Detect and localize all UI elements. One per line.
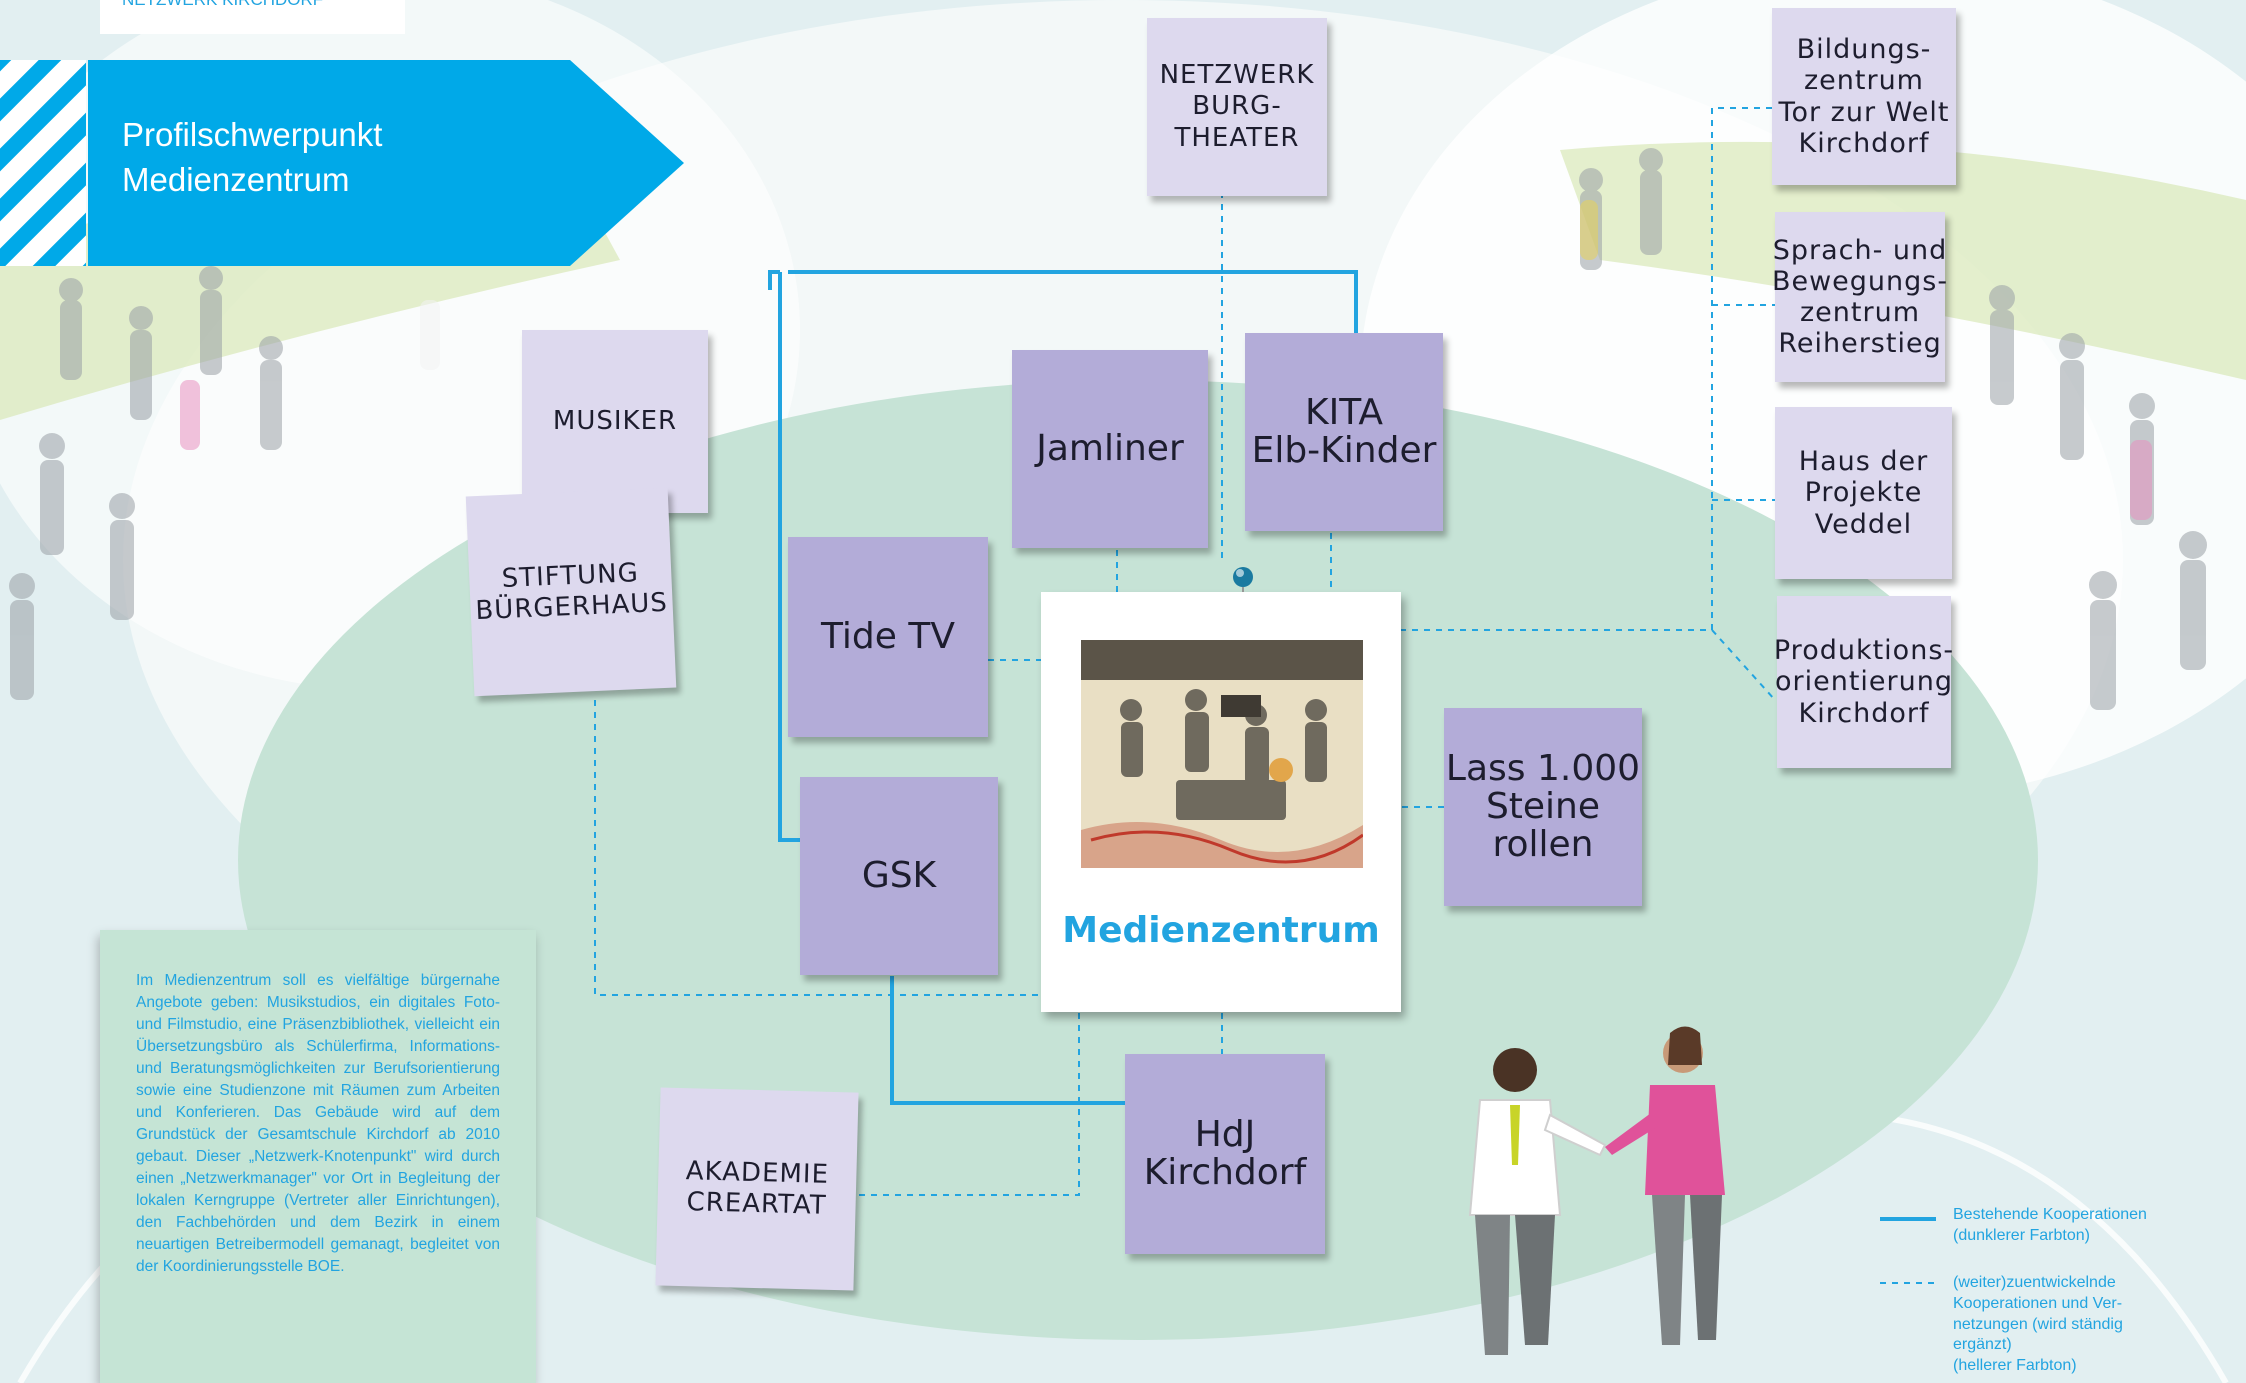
legend-solid-label: Bestehende Kooperationen (dunklerer Farb… <box>1953 1206 2147 1244</box>
legend-swatches <box>1880 1217 1936 1284</box>
description-text: Im Medienzentrum soll es vielfältige bür… <box>136 972 500 1275</box>
node-jamliner: Jamliner <box>1012 350 1208 548</box>
node-musiker: MUSIKER <box>522 330 708 513</box>
node-kita: KITA Elb-Kinder <box>1245 333 1443 531</box>
node-bildungszentrum: Bildungs- zentrum Tor zur Welt Kirchdorf <box>1772 8 1956 185</box>
center-card: Medienzentrum <box>1041 592 1401 1012</box>
node-lass-1000-steine: Lass 1.000 Steine rollen <box>1444 708 1642 906</box>
description-box: Im Medienzentrum soll es vielfältige bür… <box>100 930 536 1383</box>
node-sprachzentrum: Sprach- und Bewegungs- zentrum Reihersti… <box>1772 212 1947 382</box>
banner-title: Profilschwerpunkt Medienzentrum <box>122 112 382 202</box>
node-haus-der-projekte: Haus der Projekte Veddel <box>1775 407 1952 579</box>
handshake-illustration <box>1468 1026 1725 1355</box>
header-banner <box>0 60 684 266</box>
center-title: Medienzentrum <box>1062 910 1380 951</box>
node-netzwerk-burgtheater: NETZWERK BURG- THEATER <box>1147 18 1327 196</box>
node-akademie-creartat: AKADEMIE CREARTAT <box>655 1087 859 1291</box>
top-label: NETZWERK KIRCHDORF <box>122 0 323 10</box>
node-gsk: GSK <box>800 777 998 975</box>
node-hdj-kirchdorf: HdJ Kirchdorf <box>1125 1054 1325 1254</box>
node-produktionsorientierung: Produktions- orientierung Kirchdorf <box>1774 596 1953 768</box>
node-tide-tv: Tide TV <box>788 537 988 737</box>
banner-title-line1: Profilschwerpunkt <box>122 116 383 153</box>
node-stiftung-buergerhaus: STIFTUNG BÜRGERHAUS <box>465 487 677 697</box>
legend-dashed-label: (weiter)zuentwickelnde Kooperationen und… <box>1953 1274 2123 1375</box>
center-illustration <box>1081 640 1363 868</box>
banner-title-line2: Medienzentrum <box>122 161 350 198</box>
